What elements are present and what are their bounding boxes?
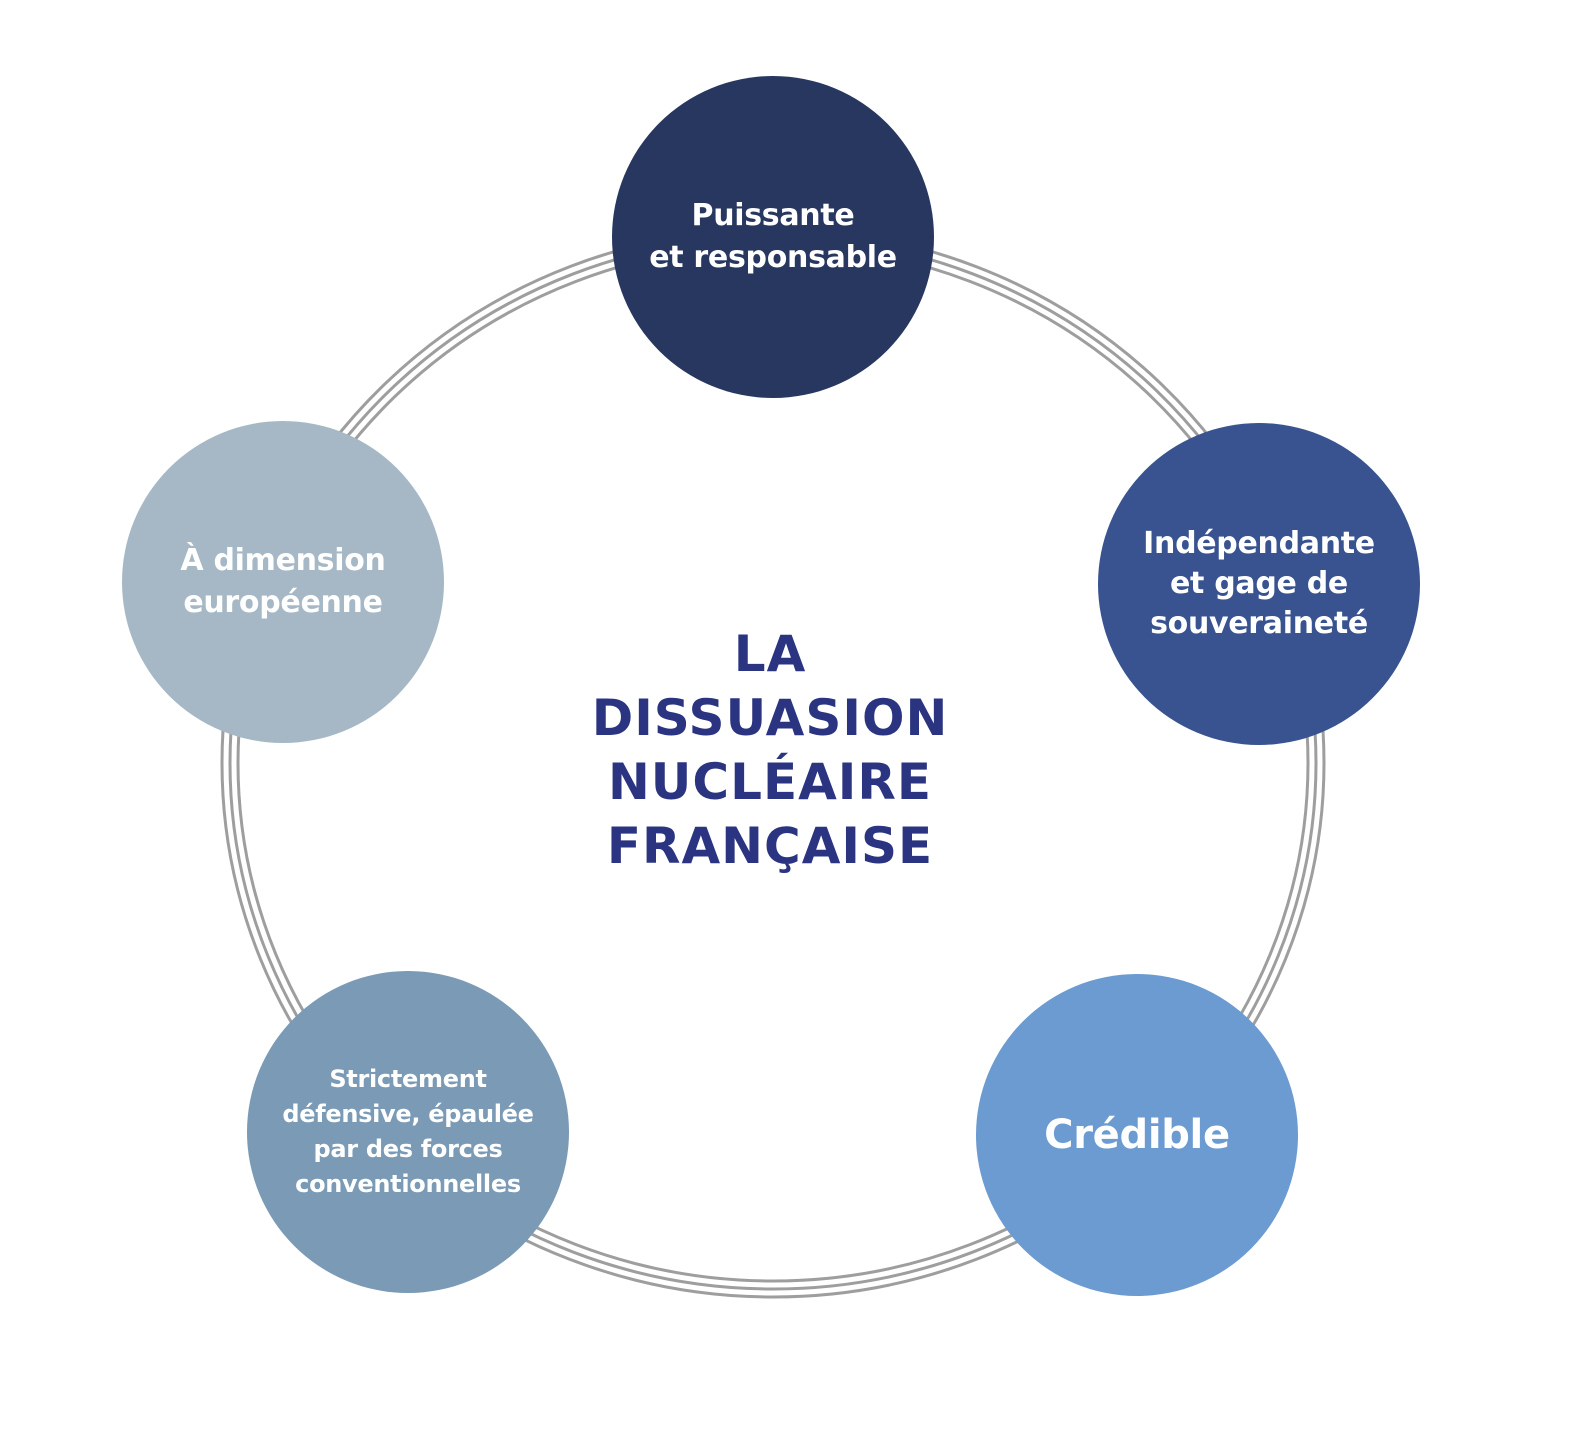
node-puissante-label: Puissante et responsable	[649, 198, 897, 275]
node-strictement-defensive: Strictement défensive, épaulée par des f…	[247, 971, 569, 1293]
node-independante-label: Indépendante et gage de souveraineté	[1143, 526, 1375, 641]
central-title: LA DISSUASION NUCLÉAIRE FRANÇAISE	[591, 625, 949, 875]
node-puissante: Puissante et responsable	[612, 76, 934, 398]
node-credible-label: Crédible	[1044, 1112, 1230, 1158]
node-dimension-europeenne: À dimension européenne	[122, 421, 444, 743]
node-strictement-defensive-label: Strictement défensive, épaulée par des f…	[282, 1065, 534, 1198]
node-dimension-europeenne-label: À dimension européenne	[180, 543, 386, 620]
node-independante: Indépendante et gage de souveraineté	[1098, 423, 1420, 745]
node-credible: Crédible	[976, 974, 1298, 1296]
